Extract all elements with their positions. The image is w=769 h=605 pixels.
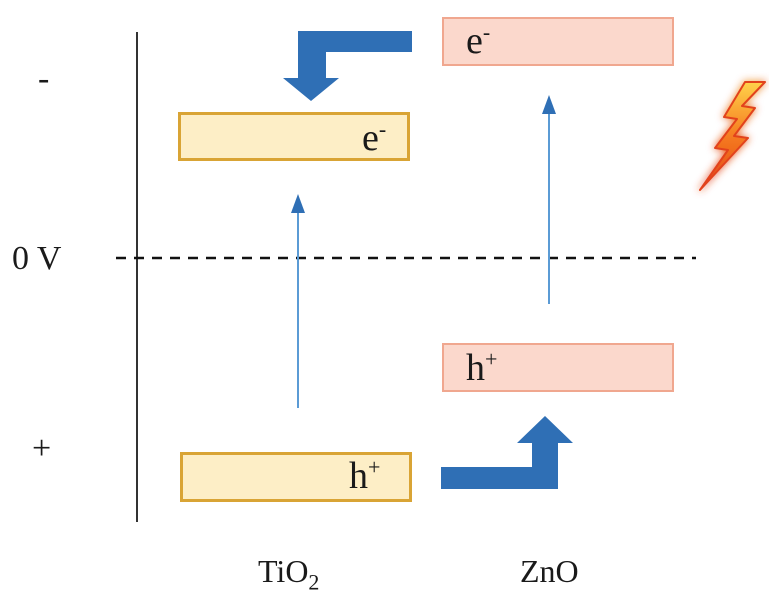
hole-transfer-arrow: [441, 416, 573, 489]
zno-excitation-arrow: [542, 95, 556, 304]
zno-conduction-band: e-: [442, 17, 674, 66]
zno-material-label: ZnO: [520, 553, 579, 589]
zno-cb-electron-label: e-: [466, 19, 491, 62]
tio2-material-label: TiO2: [258, 553, 320, 595]
tio2-cb-electron-label: e-: [362, 116, 387, 159]
zno-valence-band: h+: [442, 343, 674, 392]
negative-potential-label: -: [38, 60, 50, 97]
zero-volt-label: 0 V: [12, 240, 62, 277]
lightning-icon: [699, 81, 766, 191]
tio2-vb-hole-label: h+: [349, 454, 381, 497]
tio2-valence-band: h+: [180, 452, 412, 502]
tio2-conduction-band: e-: [178, 112, 410, 161]
electron-transfer-arrow: [283, 31, 412, 101]
positive-potential-label: +: [32, 430, 52, 467]
zno-vb-hole-label: h+: [466, 346, 498, 389]
tio2-excitation-arrow: [291, 194, 305, 408]
